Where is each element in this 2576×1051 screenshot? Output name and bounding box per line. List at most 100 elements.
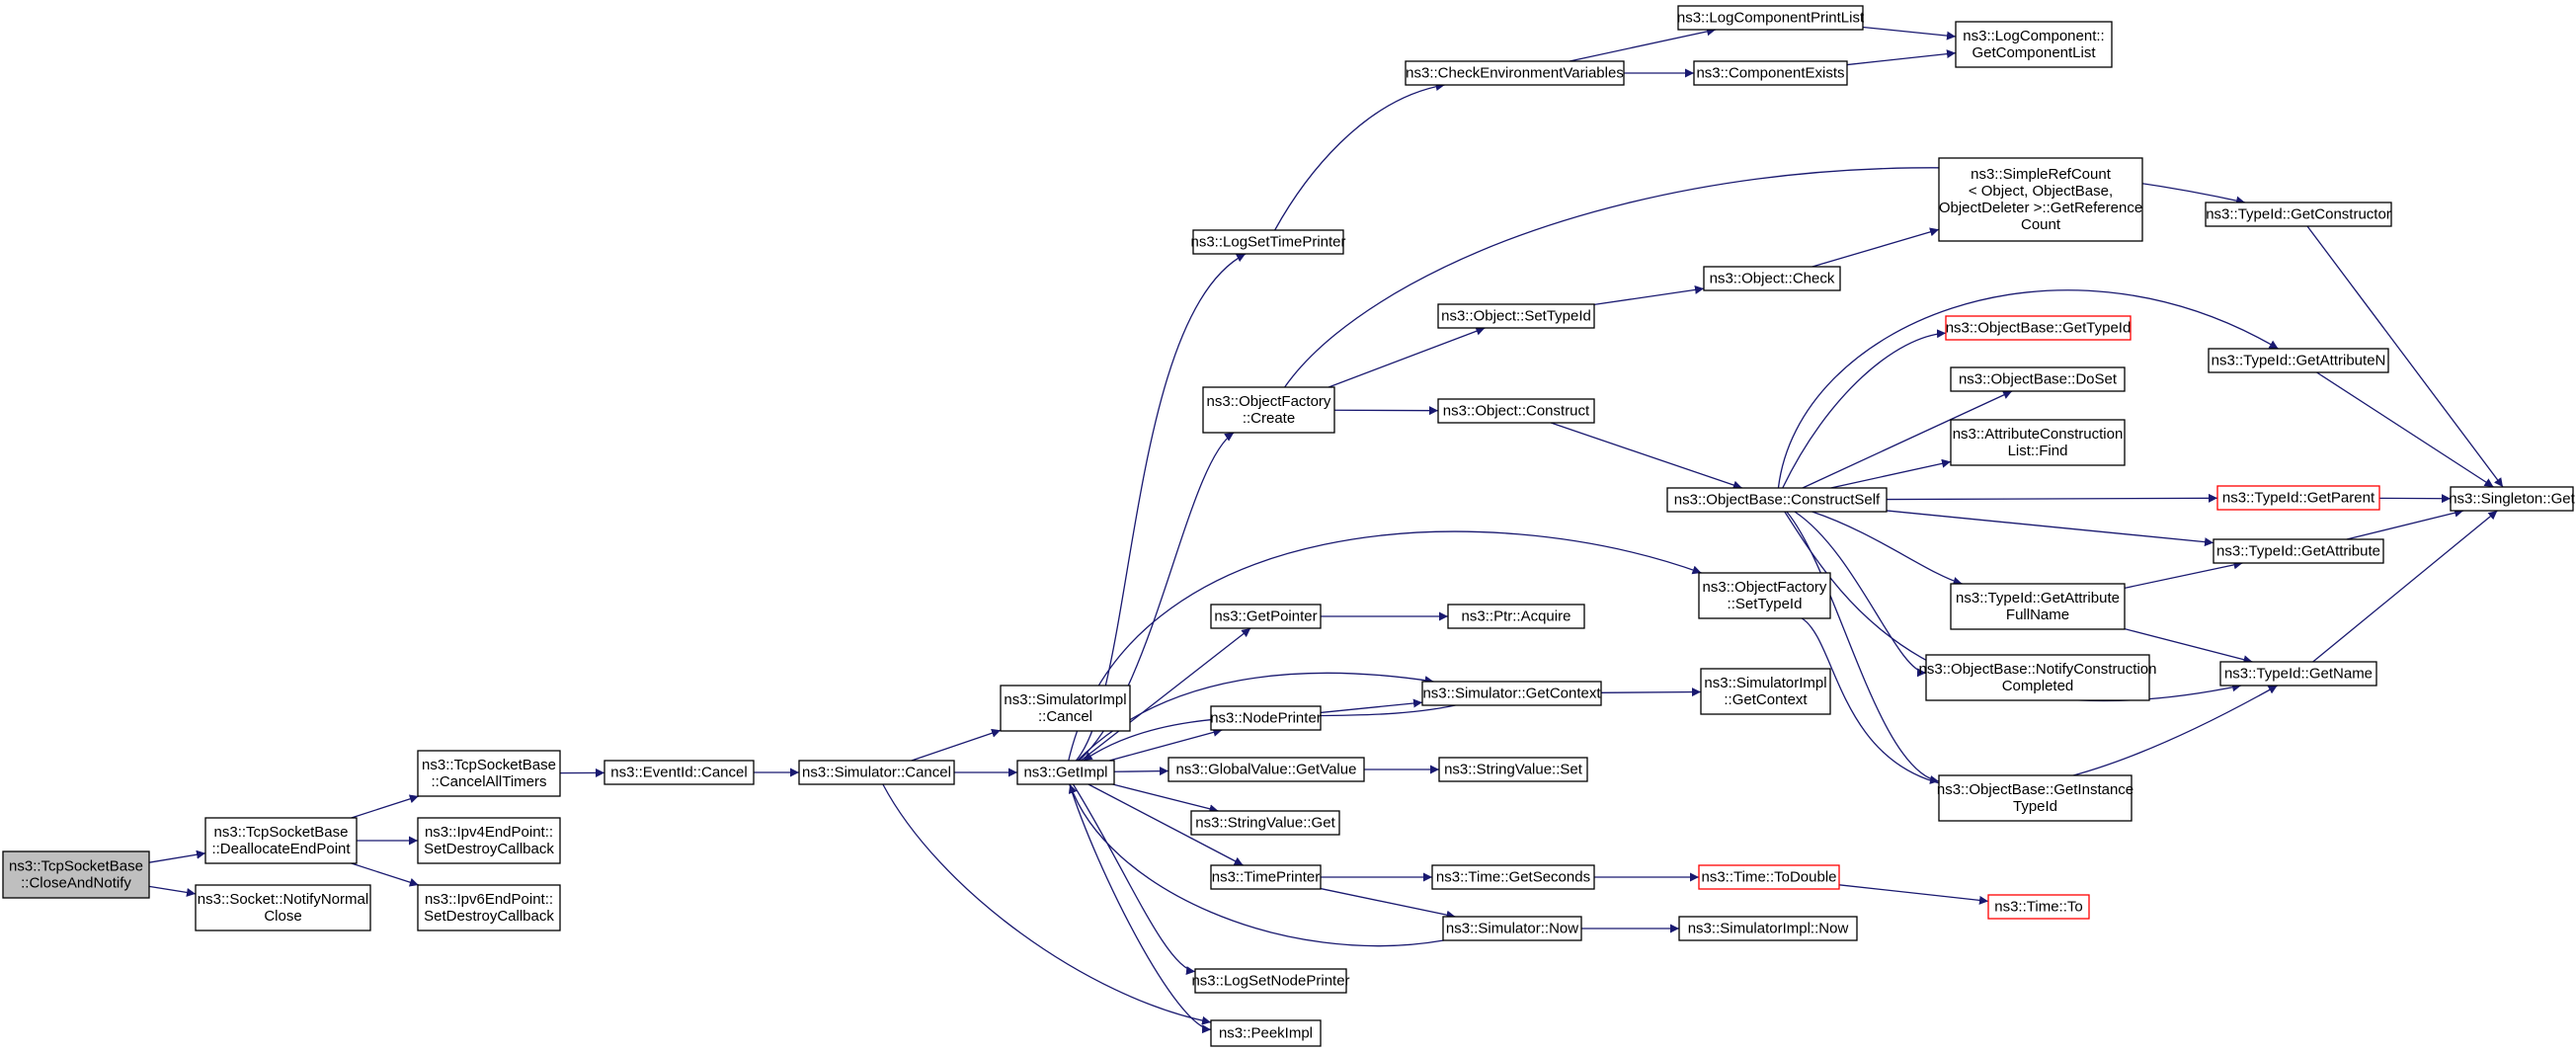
node-objFactoryCreate[interactable]: ns3::ObjectFactory::Create xyxy=(1202,386,1335,434)
edge-getImpl-to-globalValueGetValue xyxy=(1113,767,1169,776)
node-getImpl[interactable]: ns3::GetImpl xyxy=(1016,760,1115,785)
node-label: ns3::ObjectBase::DoSet xyxy=(1959,371,2118,388)
node-timeGetSeconds[interactable]: ns3::Time::GetSeconds xyxy=(1431,864,1595,890)
node-ipv6SetDestroy[interactable]: ns3::Ipv6EndPoint::SetDestroyCallback xyxy=(417,884,561,931)
edge-dealloc-to-ipv6SetDestroy xyxy=(351,862,420,887)
node-stringValueSet[interactable]: ns3::StringValue::Set xyxy=(1438,757,1588,782)
edge-constructSelf-to-typeIdGetAttribute xyxy=(1886,510,2214,547)
node-root[interactable]: ns3::TcpSocketBase::CloseAndNotify xyxy=(2,850,150,899)
node-peekImpl[interactable]: ns3::PeekImpl xyxy=(1210,1019,1322,1047)
node-nodePrinter[interactable]: ns3::NodePrinter xyxy=(1210,705,1322,731)
node-label: ns3::SimulatorImpl::Now xyxy=(1688,921,1849,937)
node-label: ::DeallocateEndPoint xyxy=(211,841,351,857)
node-box xyxy=(1438,757,1588,782)
node-simImplGetContext[interactable]: ns3::SimulatorImpl::GetContext xyxy=(1700,668,1831,715)
node-cancelAllTimers[interactable]: ns3::TcpSocketBase::CancelAllTimers xyxy=(417,750,561,797)
node-logSetTimePrinter[interactable]: ns3::LogSetTimePrinter xyxy=(1190,229,1346,255)
node-simNow[interactable]: ns3::Simulator::Now xyxy=(1442,916,1582,941)
node-typeIdGetConstructor[interactable]: ns3::TypeId::GetConstructor xyxy=(2205,202,2392,227)
node-simImplCancel[interactable]: ns3::SimulatorImpl::Cancel xyxy=(1000,685,1131,732)
edge-getImpl-to-getPointer xyxy=(1080,627,1251,762)
edge-getImpl-to-peekImpl xyxy=(1069,783,1212,1034)
node-getPointer[interactable]: ns3::GetPointer xyxy=(1210,604,1322,629)
node-stringValueGet[interactable]: ns3::StringValue::Get xyxy=(1190,810,1340,836)
node-label: ns3::ObjectFactory xyxy=(1207,393,1331,410)
node-label: ns3::Simulator::Now xyxy=(1446,921,1578,937)
node-dealloc[interactable]: ns3::TcpSocketBase::DeallocateEndPoint xyxy=(204,817,358,864)
node-simGetContext[interactable]: ns3::Simulator::GetContext xyxy=(1421,681,1602,706)
node-constructSelf[interactable]: ns3::ObjectBase::ConstructSelf xyxy=(1666,487,1888,513)
node-label: ns3::SimulatorImpl xyxy=(1004,691,1126,708)
node-getComponentList[interactable]: ns3::LogComponent::GetComponentList xyxy=(1955,21,2113,68)
node-typeIdGetAttribute[interactable]: ns3::TypeId::GetAttribute xyxy=(2213,538,2384,564)
edge-checkEnv-to-logCompPrintList xyxy=(1569,27,1717,62)
node-label: ns3::Socket::NotifyNormal xyxy=(198,891,368,908)
node-timeTo[interactable]: ns3::Time::To xyxy=(1987,894,2090,920)
node-timeToDouble[interactable]: ns3::Time::ToDouble xyxy=(1698,864,1840,890)
node-label: ns3::AttributeConstruction xyxy=(1953,426,2124,443)
node-label: ns3::Time::GetSeconds xyxy=(1436,869,1590,886)
node-timePrinter[interactable]: ns3::TimePrinter xyxy=(1210,864,1322,890)
node-checkEnv[interactable]: ns3::CheckEnvironmentVariables xyxy=(1405,60,1625,86)
node-label: ns3::TypeId::GetConstructor xyxy=(2206,206,2391,223)
node-globalValueGetValue[interactable]: ns3::GlobalValue::GetValue xyxy=(1167,757,1365,782)
node-box xyxy=(1210,604,1322,629)
node-label: ns3::GetPointer xyxy=(1214,608,1317,625)
node-singletonGet[interactable]: ns3::Singleton::Get xyxy=(2449,486,2576,512)
node-typeIdGetParent[interactable]: ns3::TypeId::GetParent xyxy=(2216,485,2380,511)
edge-typeIdGetConstructor-to-singletonGet xyxy=(2306,225,2504,488)
node-typeIdGetAttributeN[interactable]: ns3::TypeId::GetAttributeN xyxy=(2208,348,2389,373)
node-box xyxy=(195,884,371,931)
node-componentExists[interactable]: ns3::ComponentExists xyxy=(1693,60,1848,86)
node-logSetNodePrinter[interactable]: ns3::LogSetNodePrinter xyxy=(1191,968,1350,994)
node-box xyxy=(204,817,358,864)
node-label: ns3::TcpSocketBase xyxy=(9,858,143,875)
node-notifyConstructionCompleted[interactable]: ns3::ObjectBase::NotifyConstructionCompl… xyxy=(1919,654,2157,701)
node-simCancel[interactable]: ns3::Simulator::Cancel xyxy=(798,760,955,785)
node-objCheck[interactable]: ns3::Object::Check xyxy=(1703,266,1841,291)
node-label: ns3::GetImpl xyxy=(1023,765,1107,781)
node-label: ::CancelAllTimers xyxy=(432,773,547,790)
edge-simNow-to-getImpl xyxy=(1068,783,1444,947)
node-simpleRefCount[interactable]: ns3::SimpleRefCount< Object, ObjectBase,… xyxy=(1938,157,2143,242)
node-ipv4SetDestroy[interactable]: ns3::Ipv4EndPoint::SetDestroyCallback xyxy=(417,817,561,864)
node-typeIdGetName[interactable]: ns3::TypeId::GetName xyxy=(2219,661,2377,687)
node-label: List::Find xyxy=(2008,443,2068,459)
edge-constructSelf-to-doSet xyxy=(1802,390,2013,489)
node-objFactorySetTypeId[interactable]: ns3::ObjectFactory::SetTypeId xyxy=(1698,572,1831,619)
node-box xyxy=(1703,266,1841,291)
node-objConstruct[interactable]: ns3::Object::Construct xyxy=(1437,398,1595,424)
node-label: ns3::TcpSocketBase xyxy=(214,824,349,841)
node-box xyxy=(1210,864,1322,890)
node-label: ns3::ObjectBase::NotifyConstruction xyxy=(1919,661,2157,678)
node-label: ns3::Object::Construct xyxy=(1443,403,1590,420)
node-simImplNow[interactable]: ns3::SimulatorImpl::Now xyxy=(1678,916,1858,941)
node-label: SetDestroyCallback xyxy=(424,908,554,925)
node-label: ns3::ObjectBase::GetInstance xyxy=(1937,781,2133,798)
node-doSet[interactable]: ns3::ObjectBase::DoSet xyxy=(1950,366,2126,392)
node-logCompPrintList[interactable]: ns3::LogComponentPrintList xyxy=(1677,5,1865,31)
node-box xyxy=(1421,681,1602,706)
edge-objSetTypeId-to-objCheck xyxy=(1593,284,1705,306)
node-box xyxy=(1677,5,1864,31)
node-eventIdCancel[interactable]: ns3::EventId::Cancel xyxy=(604,760,755,785)
node-label: ns3::TypeId::GetParent xyxy=(2222,490,2375,507)
node-box xyxy=(1437,398,1595,424)
node-label: ::GetContext xyxy=(1724,691,1808,708)
node-ptrAcquire[interactable]: ns3::Ptr::Acquire xyxy=(1447,604,1585,629)
node-label: ns3::TypeId::GetAttribute xyxy=(2216,543,2380,560)
node-label: ns3::GlobalValue::GetValue xyxy=(1176,762,1357,778)
edge-constructSelf-to-getInstanceTypeId xyxy=(1786,511,1940,784)
edge-constructSelf-to-notifyConstructionCompleted xyxy=(1794,511,1927,678)
node-getTypeIdObjBase[interactable]: ns3::ObjectBase::GetTypeId xyxy=(1945,315,2132,341)
node-box xyxy=(2,850,150,899)
node-box xyxy=(1955,21,2113,68)
node-box xyxy=(1678,916,1858,941)
node-objSetTypeId[interactable]: ns3::Object::SetTypeId xyxy=(1437,303,1595,329)
edge-simGetContext-to-simImplGetContext xyxy=(1600,687,1702,697)
edge-objFactoryCreate-to-objSetTypeId xyxy=(1328,326,1486,388)
